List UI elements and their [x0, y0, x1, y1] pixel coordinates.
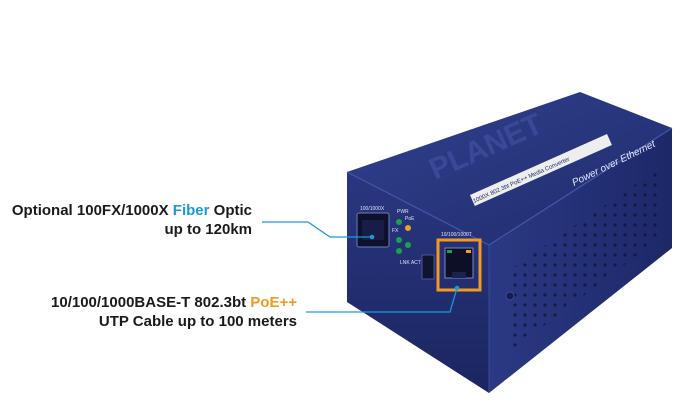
fiber-callout-text: Optional 100FX/1000X Fiber Optic up to 1… [0, 201, 252, 239]
led-label-poe: PoE [405, 216, 415, 222]
rj45-port-label: 10/100/1000T [441, 232, 472, 238]
led-label-fx: FX [392, 228, 399, 234]
fiber-callout-prefix: Optional 100FX/1000X [11, 202, 173, 219]
device-top-face [347, 92, 672, 245]
poe-callout-text: 10/100/1000BASE-T 802.3bt PoE++ UTP Cabl… [0, 293, 297, 331]
rj45-led-left [447, 250, 452, 253]
side-vents [512, 168, 660, 350]
fiber-callout-line [262, 221, 372, 238]
led-pwr [396, 219, 402, 225]
sfp-port-label: 100/1000X [360, 206, 385, 212]
poe-highlight: PoE++ [250, 294, 297, 311]
fiber-callout-suffix: Optic [209, 202, 252, 219]
rj45-port-highlight [436, 238, 482, 292]
poe-callout-prefix: 10/100/1000BASE-T 802.3bt [51, 294, 251, 311]
poe-callout-line2: UTP Cable up to 100 meters [98, 313, 297, 330]
fiber-callout-dot [369, 234, 375, 240]
poe-callout-line [306, 287, 458, 313]
led-act [396, 248, 402, 254]
led-lnk [405, 242, 411, 248]
rj45-port-tab [452, 272, 466, 278]
rj45-led-right [466, 250, 471, 253]
led-poe [405, 225, 411, 231]
led-fx [396, 237, 402, 243]
fiber-callout-line2: up to 120km [164, 221, 252, 238]
dip-switch [421, 254, 435, 280]
screw-icon [505, 291, 515, 301]
led-label-pwr: PWR [397, 209, 409, 215]
sfp-port-inner [362, 220, 384, 240]
poe-callout-dot [454, 285, 460, 291]
fiber-highlight: Fiber [172, 202, 210, 219]
model-strip [470, 133, 612, 206]
led-label-lnk-act: LNK ACT [400, 260, 421, 266]
poe-callout-line1: 10/100/1000BASE-T 802.3bt PoE++ [0, 293, 297, 312]
fiber-callout-line1: Optional 100FX/1000X Fiber Optic [0, 201, 252, 220]
